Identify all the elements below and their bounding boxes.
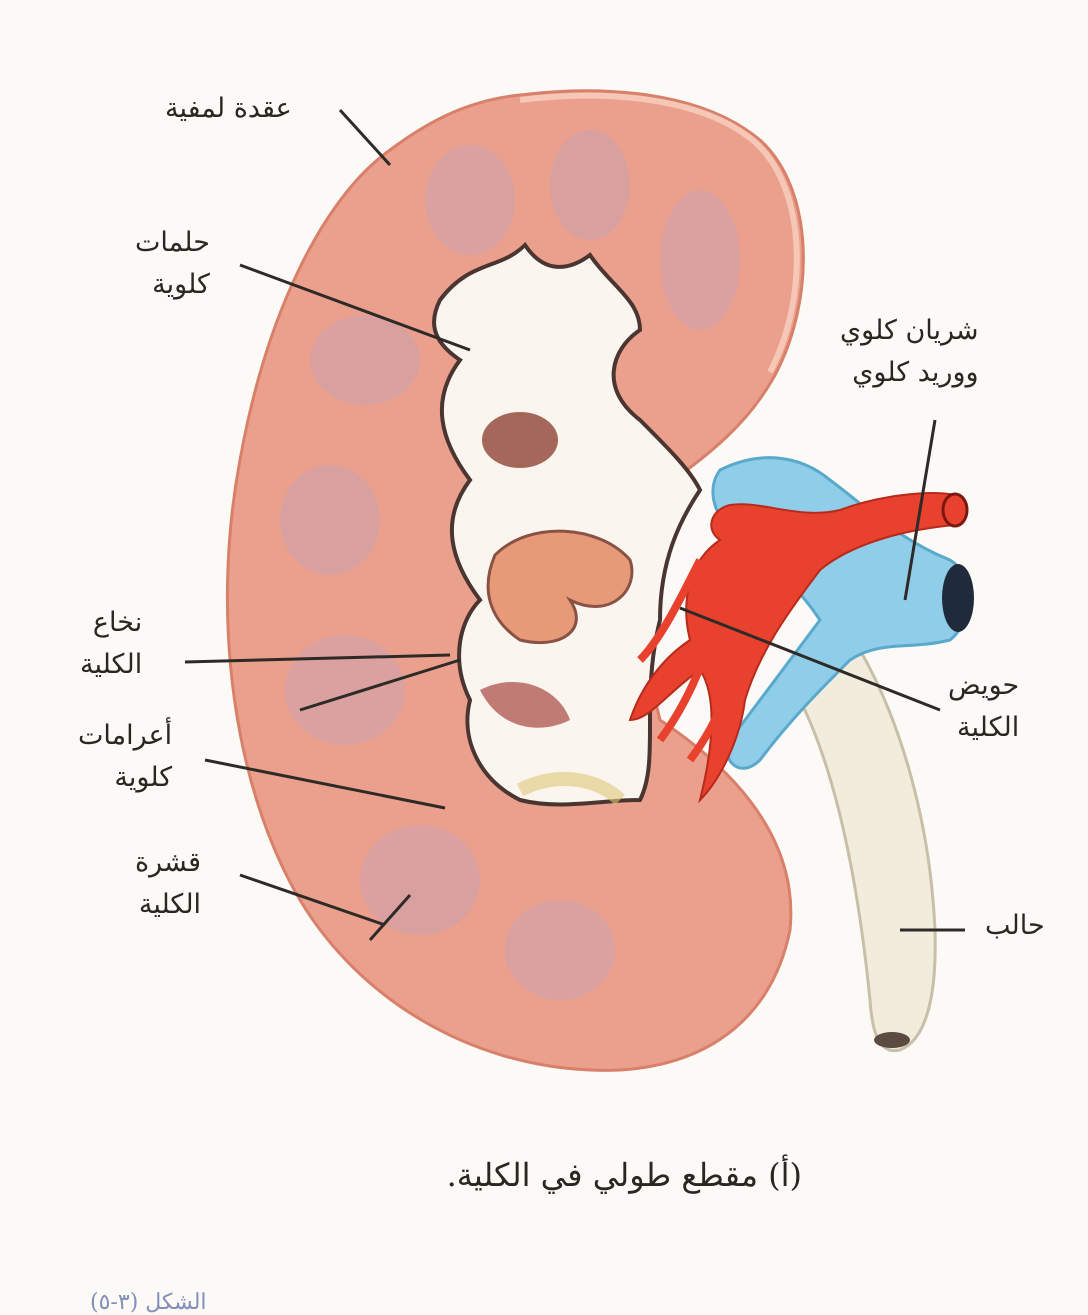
calyx-dark <box>482 412 558 468</box>
figure-caption: (أ) مقطع طولي في الكلية. <box>372 1156 802 1194</box>
label-renal-pyramids: حلمات كلوية <box>135 222 210 306</box>
label-cortex: قشرة الكلية <box>135 842 201 926</box>
vein-lumen <box>942 564 974 632</box>
ureter-opening <box>874 1032 910 1048</box>
label-ureter: حالب <box>985 905 1045 947</box>
label-renal-artery-vein: شريان كلوي ووريد كلوي <box>840 310 979 394</box>
label-renal-calyces: أعرامات كلوية <box>78 715 172 799</box>
ureter <box>800 650 935 1051</box>
label-lymph-node: عقدة لمفية <box>165 88 292 130</box>
figure-reference: الشكل (٣-٥) <box>90 1290 207 1315</box>
label-pelvis: حويض الكلية <box>948 665 1019 749</box>
artery-lumen <box>943 494 967 526</box>
leader-lymph-node <box>340 110 390 165</box>
label-medulla: نخاع الكلية <box>80 602 142 686</box>
